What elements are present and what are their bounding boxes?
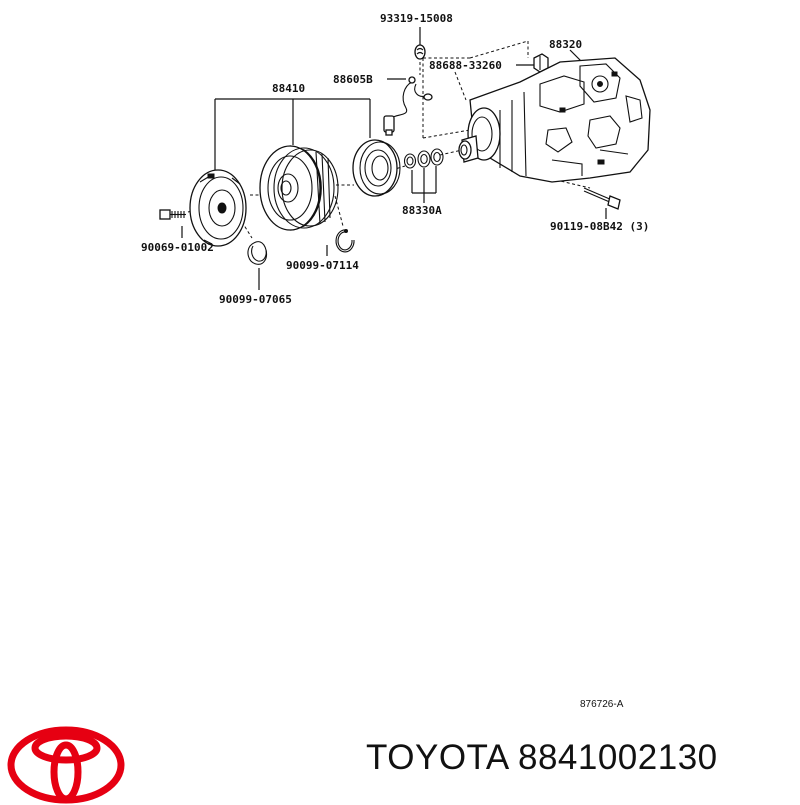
snap-ring-part [335,229,355,253]
shim-part [247,241,268,265]
bolt-part [159,209,186,220]
stator-coil-part [352,139,401,197]
toyota-logo [7,726,125,804]
label-88320: 88320 [549,38,582,51]
shim-set-part [403,148,444,169]
label-88688-33260: 88688-33260 [429,59,502,72]
label-88410: 88410 [272,82,305,95]
part-labels: 93319-15008 88320 88688-33260 88410 8860… [141,12,649,306]
leader-lines [181,27,607,290]
pulley-part [259,145,339,231]
pressure-plate-part [189,169,247,247]
toyota-emblem-icon [7,726,125,804]
fitting-part [414,44,426,60]
diagram-reference-code: 876726-A [580,699,624,710]
compressor-body-part [458,57,651,183]
brand-name: TOYOTA [366,738,508,777]
part-number: 8841002130 [517,738,718,777]
footer-caption: TOYOTA 8841002130 [366,738,718,778]
label-90119-08b42: 90119-08B42 (3) [550,220,649,233]
label-90069-01002: 90069-01002 [141,241,214,254]
mounting-bolt-part [583,187,621,210]
label-90099-07114: 90099-07114 [286,259,359,272]
sensor-wire-part [383,76,433,136]
label-93319-15008: 93319-15008 [380,12,453,25]
label-90099-07065: 90099-07065 [219,293,292,306]
label-88605b: 88605B [333,73,373,86]
label-88330a: 88330A [402,204,442,217]
